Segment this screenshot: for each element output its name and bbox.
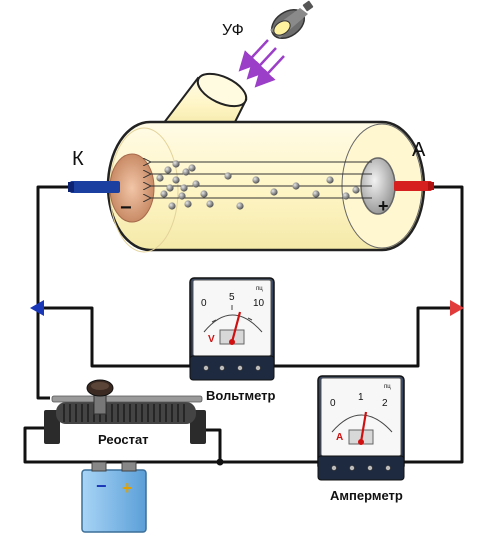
voltmeter-label: Вольтметр xyxy=(206,388,276,403)
ammeter-unit: A xyxy=(336,432,343,443)
anode-label: А xyxy=(412,139,426,161)
electron xyxy=(182,168,190,176)
electron xyxy=(178,192,186,200)
electron xyxy=(292,182,300,190)
anode-terminal xyxy=(428,182,434,190)
ammeter-tag: пц xyxy=(384,384,391,390)
electron xyxy=(164,166,172,174)
anode-wire xyxy=(394,181,432,191)
electron xyxy=(188,164,196,172)
ammeter-label: Амперметр xyxy=(330,488,403,503)
electron xyxy=(326,176,334,184)
electron xyxy=(180,184,188,192)
electron xyxy=(206,200,214,208)
battery-minus: − xyxy=(96,476,107,496)
battery xyxy=(81,461,147,533)
arrow-right-icon xyxy=(450,300,464,316)
ammeter xyxy=(317,375,405,481)
electron xyxy=(184,200,192,208)
rheostat-label: Реостат xyxy=(98,432,149,447)
electron xyxy=(236,202,244,210)
electron xyxy=(160,190,168,198)
cathode-label: К xyxy=(72,148,84,170)
battery-plus: + xyxy=(122,478,133,498)
electron xyxy=(252,176,260,184)
electron xyxy=(270,188,278,196)
uv-rays xyxy=(238,39,285,88)
electron xyxy=(352,186,360,194)
electron xyxy=(156,174,164,182)
electron xyxy=(172,176,180,184)
electron xyxy=(172,160,180,168)
voltmeter-tag: пц xyxy=(256,286,263,292)
voltmeter xyxy=(189,277,275,381)
voltmeter-scale-2: 10 xyxy=(253,298,265,309)
electron xyxy=(168,202,176,210)
arrow-left-icon xyxy=(30,300,44,316)
electron xyxy=(342,192,350,200)
electron xyxy=(224,172,232,180)
uv-label: УФ xyxy=(222,22,244,39)
rheostat xyxy=(44,379,206,444)
electron xyxy=(312,190,320,198)
cathode-minus-sign: − xyxy=(120,197,132,219)
cathode-wire xyxy=(70,181,120,193)
junction-dot xyxy=(216,458,224,466)
electron xyxy=(192,180,200,188)
ammeter-scale-1: 1 xyxy=(358,392,364,403)
voltmeter-scale-1: 5 xyxy=(229,292,235,303)
electron xyxy=(166,184,174,192)
ammeter-scale-2: 2 xyxy=(382,398,388,409)
cathode-terminal xyxy=(68,182,74,192)
anode-plus-sign: + xyxy=(378,196,389,216)
lamp-icon xyxy=(270,0,314,40)
circuit-wires xyxy=(23,185,464,464)
voltmeter-scale-0: 0 xyxy=(201,298,207,309)
electron xyxy=(200,190,208,198)
ammeter-scale-0: 0 xyxy=(330,398,336,409)
electrons xyxy=(156,160,360,210)
voltmeter-unit: V xyxy=(208,334,215,345)
